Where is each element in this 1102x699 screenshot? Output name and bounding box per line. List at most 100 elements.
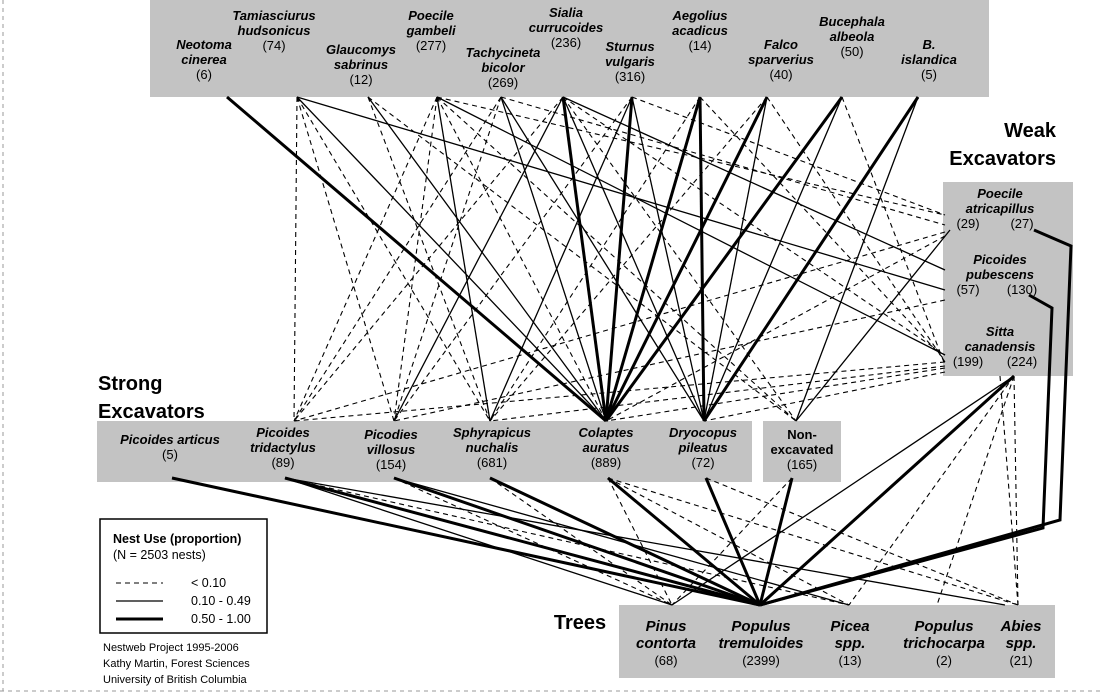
species-count: (12) bbox=[349, 72, 372, 87]
link-dashed bbox=[705, 477, 1019, 606]
species-name: vulgaris bbox=[605, 54, 655, 69]
link-dashed bbox=[393, 96, 633, 422]
species-count: (130) bbox=[1007, 282, 1037, 297]
tree-name: trichocarpa bbox=[903, 635, 985, 652]
link-dashed bbox=[631, 96, 946, 216]
link-thin bbox=[500, 96, 607, 422]
link-thin bbox=[296, 96, 946, 291]
species-name: auratus bbox=[583, 440, 630, 455]
species-count: (165) bbox=[787, 457, 817, 472]
species-name: bicolor bbox=[481, 60, 525, 75]
link-dashed bbox=[699, 96, 946, 361]
species-name: Sitta bbox=[986, 324, 1014, 339]
group-links bbox=[171, 95, 1073, 607]
credit-line: Kathy Martin, Forest Sciences bbox=[103, 658, 250, 670]
link-thin bbox=[489, 96, 633, 422]
link-thick bbox=[698, 96, 706, 422]
link-thin bbox=[562, 96, 705, 422]
legend-title: Nest Use (proportion) bbox=[113, 532, 241, 546]
group-boxes bbox=[97, 0, 1073, 678]
link-dashed bbox=[293, 231, 946, 422]
species-count: (6) bbox=[196, 67, 212, 82]
species-name: Tachycineta bbox=[466, 45, 541, 60]
link-thin bbox=[703, 96, 768, 422]
section-heading-trees: Trees bbox=[554, 612, 606, 634]
species-count: (236) bbox=[551, 35, 581, 50]
species-name: sabrinus bbox=[334, 57, 388, 72]
link-dashed bbox=[293, 96, 564, 422]
species-name: Poecile bbox=[977, 186, 1023, 201]
species-count: (199) bbox=[953, 354, 983, 369]
species-name: Picoides articus bbox=[120, 432, 220, 447]
species-name: Dryocopus bbox=[669, 425, 737, 440]
species-name: B. bbox=[923, 37, 936, 52]
tree-name: Pinus bbox=[646, 618, 687, 635]
tree-name: tremuloides bbox=[718, 635, 803, 652]
link-dashed bbox=[436, 96, 607, 422]
link-thin bbox=[436, 96, 491, 422]
species-name: atricapillus bbox=[966, 201, 1035, 216]
legend-subtitle: (N = 2503 nests) bbox=[113, 548, 206, 562]
species-name: islandica bbox=[901, 52, 957, 67]
link-dashed bbox=[393, 477, 673, 606]
species-count: (681) bbox=[477, 455, 507, 470]
link-dashed bbox=[436, 96, 946, 216]
link-thick bbox=[561, 96, 608, 422]
non-excavated-label: excavated bbox=[771, 442, 834, 457]
link-thick bbox=[702, 96, 920, 422]
species-name: pileatus bbox=[677, 440, 727, 455]
link-thin bbox=[671, 375, 1015, 606]
link-dashed bbox=[562, 96, 946, 356]
credits: Nestweb Project 1995-2006 Kathy Martin, … bbox=[103, 642, 250, 686]
link-dashed bbox=[367, 96, 797, 422]
section-heading-weak-excavators: Excavators bbox=[949, 148, 1056, 170]
link-thin bbox=[284, 477, 1006, 606]
link-thick bbox=[758, 374, 1016, 607]
legend-box bbox=[99, 518, 268, 634]
link-thin bbox=[367, 96, 607, 422]
species-name: Sphyrapicus bbox=[453, 425, 531, 440]
link-thick bbox=[604, 96, 634, 422]
link-thick bbox=[758, 477, 794, 606]
tree-name: contorta bbox=[636, 635, 696, 652]
species-count: (5) bbox=[921, 67, 937, 82]
species-count: (154) bbox=[376, 457, 406, 472]
link-thin bbox=[284, 477, 673, 606]
link-dashed bbox=[393, 96, 438, 422]
species-name: Glaucomys bbox=[326, 42, 396, 57]
species-name: tridactylus bbox=[250, 440, 316, 455]
species-name: pubescens bbox=[965, 267, 1034, 282]
link-thin bbox=[393, 477, 850, 606]
cavity-birds-box bbox=[150, 0, 989, 97]
section-heading-weak-excavators: Weak bbox=[1004, 120, 1057, 142]
link-dashed bbox=[562, 96, 797, 422]
link-thick bbox=[226, 95, 607, 423]
link-dashed bbox=[489, 96, 768, 422]
species-count: (21) bbox=[1009, 653, 1032, 668]
species-count: (277) bbox=[416, 38, 446, 53]
link-thin bbox=[795, 96, 919, 422]
species-name: Bucephala bbox=[819, 14, 885, 29]
species-name: Picoides bbox=[256, 425, 309, 440]
species-name: Sialia bbox=[549, 5, 583, 20]
tree-name: spp. bbox=[1006, 635, 1037, 652]
species-count: (57) bbox=[956, 282, 979, 297]
species-name: Tamiasciurus bbox=[232, 8, 315, 23]
link-dashed bbox=[500, 96, 946, 226]
species-name: Colaptes bbox=[579, 425, 634, 440]
link-thick bbox=[607, 476, 761, 607]
link-dashed bbox=[999, 375, 1019, 606]
species-count: (224) bbox=[1007, 354, 1037, 369]
credit-line: University of British Columbia bbox=[103, 674, 248, 686]
species-count: (68) bbox=[654, 653, 677, 668]
link-dashed bbox=[293, 96, 298, 422]
link-dashed bbox=[393, 96, 502, 422]
link-thick bbox=[759, 293, 1054, 607]
link-dashed bbox=[393, 299, 946, 422]
tree-name: spp. bbox=[835, 635, 866, 652]
species-name: Picoides bbox=[973, 252, 1026, 267]
section-heading-strong-excavators: Strong bbox=[98, 373, 162, 395]
species-name: albeola bbox=[830, 29, 875, 44]
link-thin bbox=[631, 96, 705, 422]
